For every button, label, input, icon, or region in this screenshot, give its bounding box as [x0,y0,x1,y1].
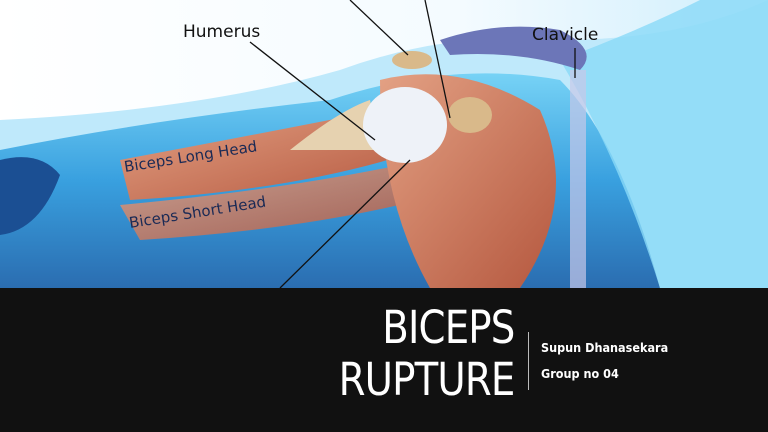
shoulder-anatomy-illustration: Humerus Clavicle Biceps Long Head Biceps… [0,0,768,288]
author-name: Supun Dhanasekara [541,340,669,355]
label-humerus: Humerus [183,22,260,42]
title-band [0,288,768,432]
slide-title: BICEPS RUPTURE [338,301,515,406]
group-number: Group no 04 [541,366,619,381]
title-line-2: RUPTURE [338,353,515,406]
label-clavicle: Clavicle [532,25,598,45]
title-divider [528,332,529,390]
title-line-1: BICEPS [381,301,515,354]
